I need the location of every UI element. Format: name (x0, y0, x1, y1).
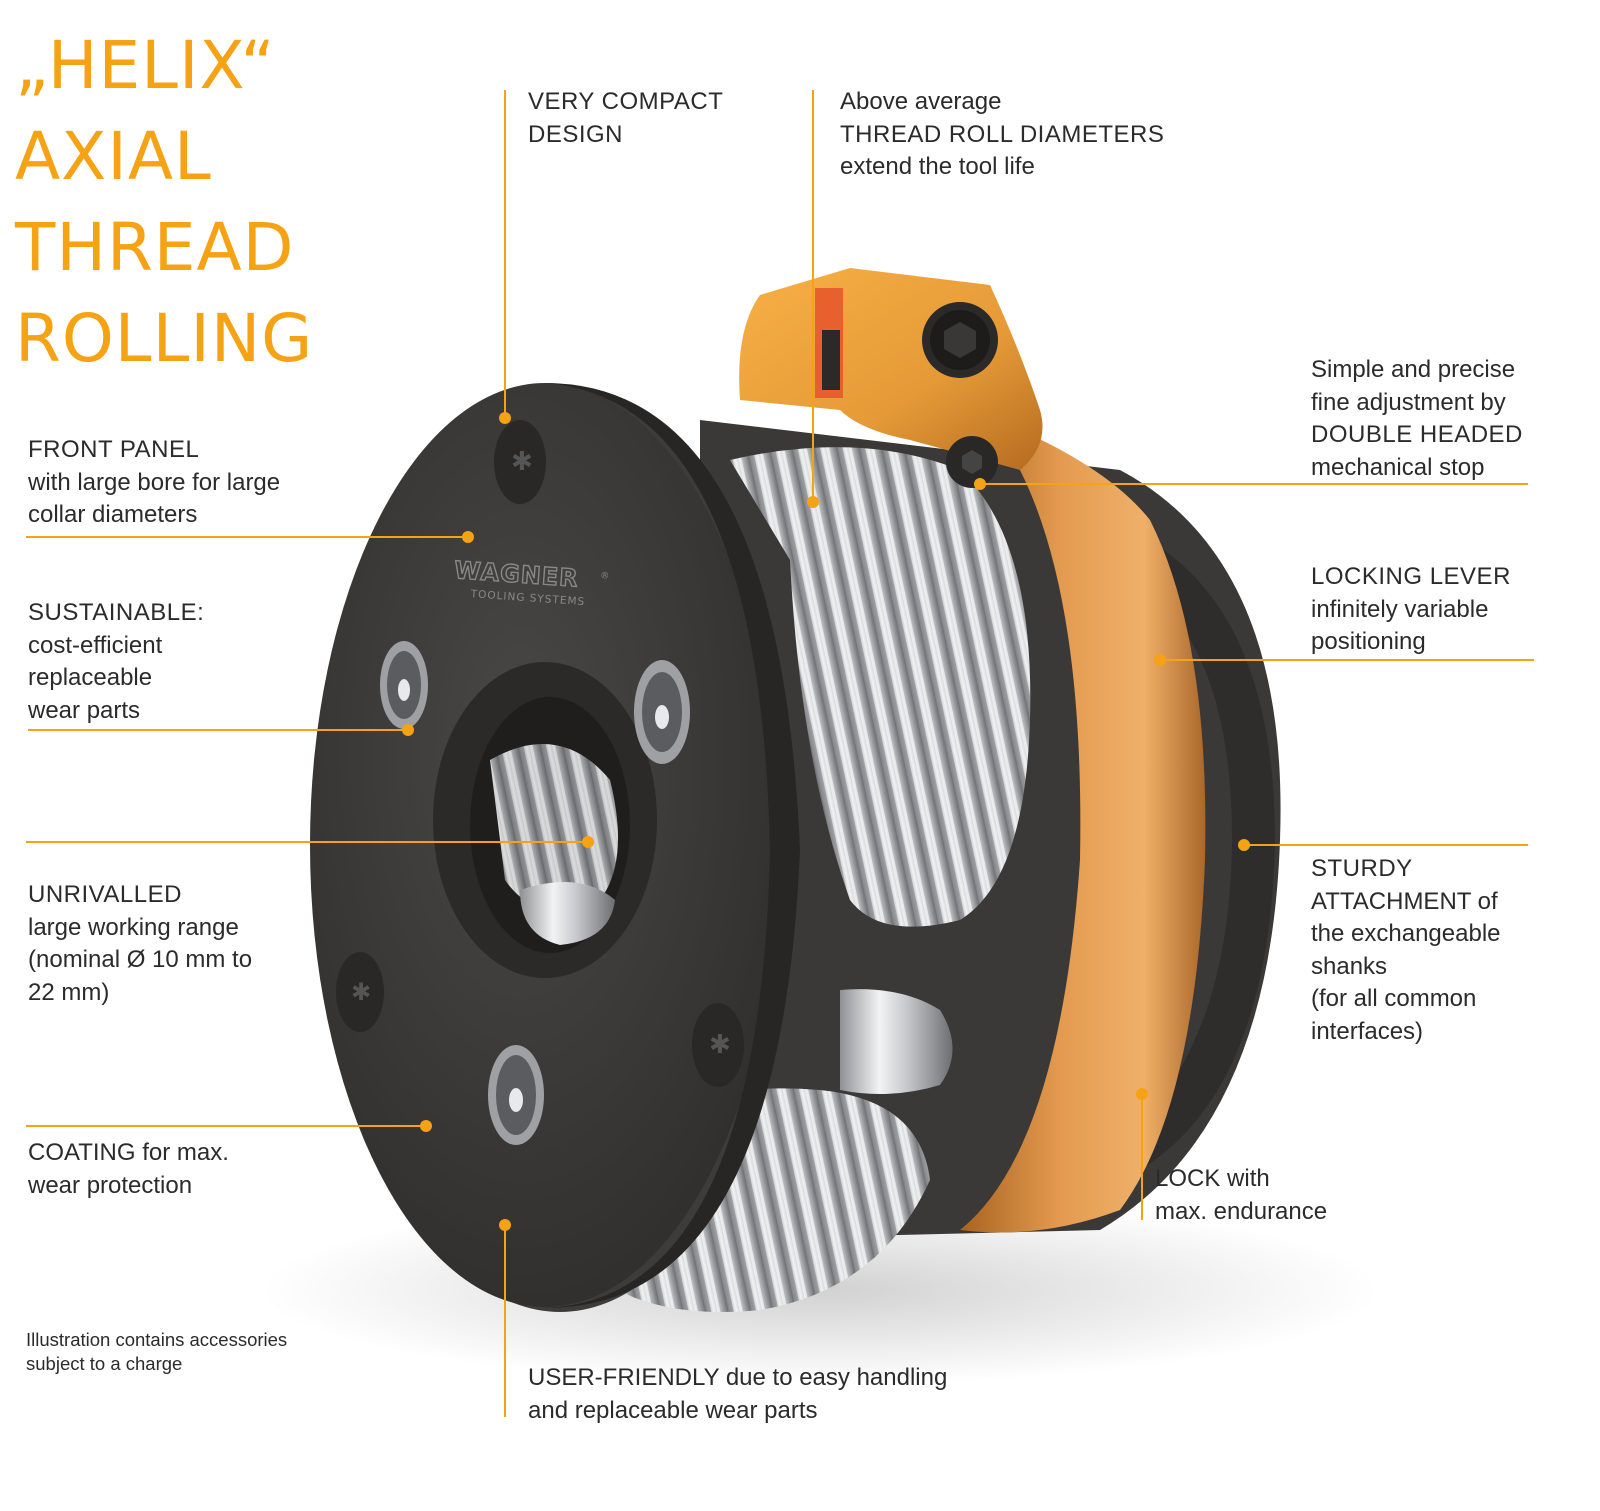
callout-line: SUSTAINABLE: (28, 599, 205, 626)
title-line: „HELIX“ (15, 27, 276, 104)
callout-line: COATING for max. (28, 1139, 229, 1166)
callout-line: LOCKING LEVER (1311, 563, 1511, 590)
callout-line: max. endurance (1155, 1197, 1328, 1225)
callout-sustainable: SUSTAINABLE: cost-efficient replaceable … (28, 597, 204, 727)
note-line: Illustration contains accessories (26, 1329, 288, 1350)
callout-fine-adjust: Simple and precise fine adjustment by DO… (1311, 354, 1523, 484)
svg-text:✱: ✱ (351, 978, 371, 1006)
brand-logo-reg: ® (600, 571, 610, 582)
callout-front-panel: FRONT PANEL with large bore for large co… (28, 434, 280, 532)
callout-line: interfaces) (1311, 1017, 1424, 1045)
callout-line: and replaceable wear parts (528, 1396, 818, 1424)
callout-line: positioning (1311, 628, 1426, 655)
callout-line: (for all common (1311, 985, 1477, 1012)
callout-line: wear protection (28, 1171, 193, 1199)
callout-sturdy: STURDY ATTACHMENT of the exchangeable sh… (1311, 853, 1501, 1048)
svg-text:✱: ✱ (709, 1030, 731, 1060)
accessories-note: Illustration contains accessories subjec… (26, 1328, 287, 1376)
callout-line: FRONT PANEL (28, 436, 200, 463)
callout-line: USER-FRIENDLY due to easy handling (528, 1364, 948, 1391)
title-line: AXIAL (15, 118, 212, 195)
callout-line: cost-efficient (28, 631, 163, 659)
callout-line: fine adjustment by (1311, 388, 1506, 416)
title-line: THREAD (15, 209, 295, 286)
callout-line: 22 mm) (28, 978, 110, 1006)
callout-line: ATTACHMENT of (1311, 887, 1498, 915)
callout-line: THREAD ROLL DIAMETERS (840, 120, 1165, 148)
callout-line: wear parts (28, 696, 141, 724)
callout-line: STURDY (1311, 855, 1413, 882)
callout-line: mechanical stop (1311, 453, 1485, 481)
page-title: „HELIX“ AXIAL THREAD ROLLING (15, 20, 313, 384)
callout-coating: COATING for max. wear protection (28, 1137, 229, 1202)
callout-line: collar diameters (28, 501, 198, 528)
callout-locking-lever: LOCKING LEVER infinitely variable positi… (1311, 561, 1511, 659)
callout-line: Above average (840, 88, 1002, 115)
callout-line: extend the tool life (840, 153, 1035, 180)
title-line: ROLLING (15, 300, 314, 377)
callout-line: shanks (1311, 952, 1388, 980)
callout-user-friendly: USER-FRIENDLY due to easy handling and r… (528, 1362, 947, 1427)
callout-line: with large bore for large (28, 468, 281, 496)
screw (336, 420, 744, 1087)
callout-line: the exchangeable (1311, 920, 1501, 947)
callout-line: large working range (28, 913, 239, 941)
callout-line: infinitely variable (1311, 595, 1489, 623)
svg-text:✱: ✱ (511, 447, 533, 477)
callout-unrivalled: UNRIVALLED large working range (nominal … (28, 879, 252, 1009)
callout-line: DESIGN (528, 120, 624, 148)
callout-line: VERY COMPACT (528, 88, 724, 115)
callout-line: Simple and precise (1311, 356, 1516, 383)
callout-line: replaceable (28, 664, 153, 691)
callout-line: LOCK with (1155, 1165, 1270, 1192)
callout-lock: LOCK with max. endurance (1155, 1163, 1327, 1228)
callout-roll-diameters: Above average THREAD ROLL DIAMETERS exte… (840, 86, 1164, 184)
callout-compact: VERY COMPACT DESIGN (528, 86, 723, 151)
callout-line: (nominal Ø 10 mm to (28, 946, 253, 973)
callout-line: UNRIVALLED (28, 881, 182, 908)
note-line: subject to a charge (26, 1353, 183, 1374)
callout-line: DOUBLE HEADED (1311, 421, 1523, 448)
